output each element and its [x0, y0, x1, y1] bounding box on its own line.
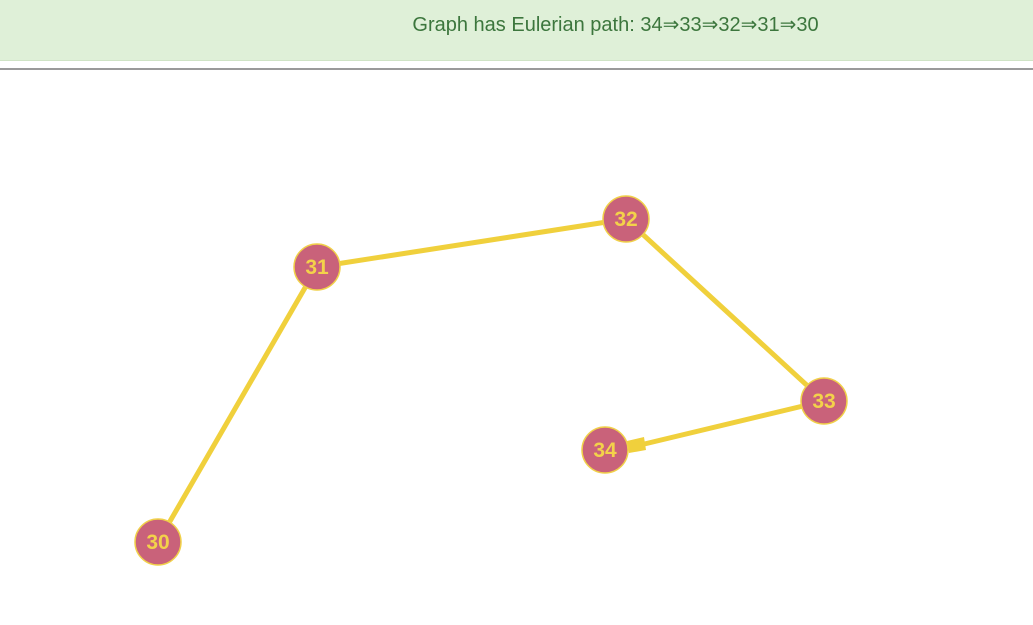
edge-33-34[interactable] [633, 398, 827, 449]
node-label: 30 [146, 531, 169, 554]
graph-node-32[interactable]: 32 [602, 195, 650, 243]
node-label: 31 [305, 256, 329, 279]
graph-canvas[interactable]: 30 31 32 33 34 [0, 71, 1033, 625]
node-label: 34 [593, 439, 617, 462]
divider [0, 68, 1033, 70]
edge-31-32[interactable] [314, 216, 629, 270]
nodes-layer: 30 31 32 33 34 [134, 195, 848, 566]
node-label: 33 [812, 390, 835, 413]
graph-node-34[interactable]: 34 [581, 426, 629, 474]
edges-layer [155, 216, 827, 545]
node-label: 32 [614, 208, 637, 231]
edge-33-34-arrowhead [627, 437, 646, 453]
edge-30-31[interactable] [155, 264, 320, 545]
graph-node-30[interactable]: 30 [134, 518, 182, 566]
graph-node-33[interactable]: 33 [800, 377, 848, 425]
eulerian-path-message: Graph has Eulerian path: 34⇒33⇒32⇒31⇒30 [412, 14, 819, 36]
edge-32-33[interactable] [623, 216, 827, 404]
graph-node-31[interactable]: 31 [293, 243, 341, 291]
status-banner: Graph has Eulerian path: 34⇒33⇒32⇒31⇒30 [0, 0, 1033, 61]
